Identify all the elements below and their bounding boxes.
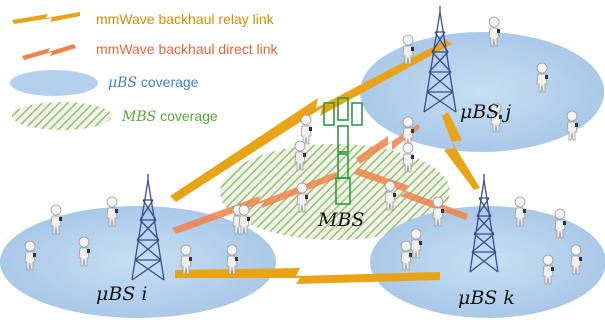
user-icon	[570, 244, 582, 275]
ubs-coverage-legend-swatch	[10, 70, 98, 96]
mbs-tower-icon	[323, 97, 363, 205]
user-icon	[180, 244, 192, 275]
ubs-j-coverage	[360, 32, 604, 152]
user-icon	[78, 236, 90, 267]
legend-ubs-coverage-label: μBS coverage	[108, 74, 199, 91]
legend-ubs-symbol: μBS	[108, 75, 137, 91]
user-icon	[296, 182, 308, 213]
relay-link-i-j	[170, 40, 452, 202]
relay-link-j-k	[442, 112, 480, 190]
user-icon	[542, 254, 554, 285]
users-group	[24, 16, 582, 285]
user-icon	[106, 196, 118, 227]
user-icon	[402, 116, 414, 147]
user-icon	[384, 180, 396, 211]
user-icon	[554, 208, 566, 239]
user-icon	[432, 196, 444, 227]
user-icon	[24, 240, 36, 271]
ubs-i-label: μBS i	[96, 283, 147, 305]
user-icon	[514, 196, 526, 227]
user-icon	[300, 114, 312, 145]
legend-mbs-word: coverage	[156, 108, 218, 124]
relay-link-i-k	[175, 268, 440, 284]
direct-link-legend-icon	[22, 44, 76, 60]
user-icon	[490, 102, 502, 133]
ubs-j-label: μBS j	[460, 101, 511, 123]
legend-direct-link-label: mmWave backhaul direct link	[96, 41, 279, 57]
legend-mbs-coverage-label: MBS coverage	[121, 108, 218, 125]
user-icon	[402, 34, 414, 65]
user-icon	[566, 110, 578, 141]
ubs-k-coverage	[370, 206, 605, 318]
user-icon	[226, 244, 238, 275]
mbs-coverage-legend-swatch	[12, 102, 112, 130]
legend: mmWave backhaul relay link mmWave backha…	[10, 11, 279, 130]
direct-link-mbs-i	[172, 172, 338, 234]
user-icon	[400, 240, 412, 271]
mbs-coverage	[220, 144, 450, 240]
user-icon	[294, 140, 306, 171]
legend-ubs-word: coverage	[137, 74, 199, 90]
legend-relay-link-label: mmWave backhaul relay link	[96, 11, 275, 27]
ubs-k-tower-icon	[469, 174, 499, 273]
user-icon	[50, 204, 62, 235]
user-icon	[536, 62, 548, 93]
user-icon	[410, 228, 422, 259]
relay-link-legend-icon	[12, 12, 80, 24]
user-icon	[402, 142, 414, 173]
ubs-k-label: μBS k	[458, 287, 515, 309]
user-icon	[488, 16, 500, 47]
mbs-label: MBS	[317, 209, 364, 231]
user-icon	[238, 204, 250, 235]
ubs-j-tower-icon	[423, 6, 457, 113]
ubs-i-tower-icon	[131, 174, 165, 281]
legend-mbs-symbol: MBS	[121, 109, 156, 125]
